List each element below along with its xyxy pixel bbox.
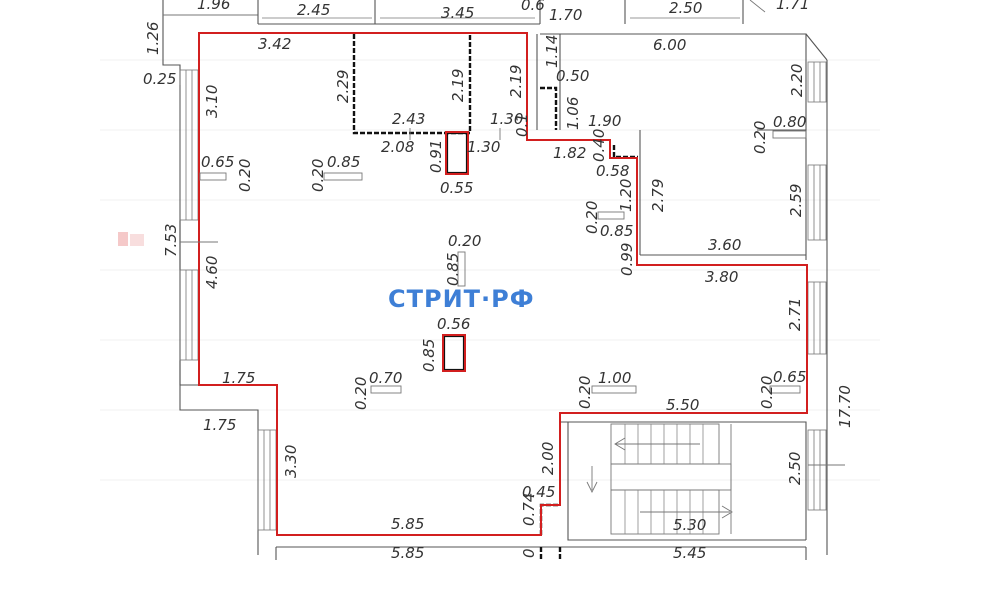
dimension-label: 1.96: [197, 0, 230, 13]
dimension-label: 3.42: [258, 35, 291, 53]
dimension-label: 0.1: [513, 113, 531, 137]
dimension-label: 0.6: [521, 0, 545, 14]
dimension-label: 0.85: [600, 222, 633, 240]
dimension-label: 2.71: [786, 298, 804, 331]
highlighted-area: [198, 32, 808, 536]
dimension-label: 2.20: [788, 64, 806, 97]
dimension-label: 0.40: [590, 129, 608, 162]
dimension-label: 17.70: [836, 385, 854, 428]
dimension-label: 0.91: [427, 140, 445, 173]
dimension-label: 2.00: [539, 442, 557, 475]
dimension-label: 7.53: [162, 224, 180, 257]
dimension-label: 1.30: [467, 138, 500, 156]
dimension-labels: 1.96 2.45 3.45 0.6 1.70 2.50 1.71 1.26 0.25 3.42 3…: [143, 0, 854, 562]
window-right-2: [807, 164, 827, 241]
staircase: [586, 423, 733, 535]
dimension-label: 1.75: [222, 369, 255, 387]
dimension-label: 3.30: [282, 445, 300, 478]
dimension-label: 0.85: [420, 339, 438, 372]
pink-mark: [118, 232, 144, 246]
dimension-label: 5.85: [391, 515, 424, 533]
dimension-label: 2.08: [381, 138, 414, 156]
dimension-label: 4.60: [203, 256, 221, 289]
dimension-label: 0.25: [143, 70, 176, 88]
dimension-label: 2.79: [649, 179, 667, 212]
dimension-label: 1.20: [617, 179, 635, 212]
watermark: СТРИТ·РФ: [388, 285, 535, 313]
dimension-label: 5.30: [673, 516, 706, 534]
dimension-label: 1.06: [564, 97, 582, 130]
dimension-label: 0.65: [201, 153, 234, 171]
dimension-label: 0.45: [522, 483, 555, 501]
dimension-label: 0.65: [773, 368, 806, 386]
dimension-label: 2.45: [297, 1, 330, 19]
dimension-label: 3.10: [203, 85, 221, 118]
dimension-label: 0.56: [437, 315, 470, 333]
dimension-label: 5.45: [673, 544, 706, 562]
window-left-upper: [179, 69, 199, 221]
dimension-label: 0: [520, 548, 538, 558]
window-right-1: [807, 61, 827, 103]
window-right-3: [807, 281, 827, 355]
dimension-label: 2.50: [669, 0, 702, 17]
dimension-label: 1.71: [776, 0, 809, 13]
dimension-label: 2.19: [449, 69, 467, 102]
dimension-label: 0.20: [758, 376, 776, 409]
dimension-label: 0.85: [444, 253, 462, 286]
dimension-label: 1.30: [490, 110, 523, 128]
window-left-lower: [179, 269, 199, 361]
dimension-label: 1.26: [144, 22, 162, 55]
dimension-label: 2.29: [334, 70, 352, 103]
dimension-label: 0.99: [618, 243, 636, 276]
dimension-label: 0.70: [369, 369, 402, 387]
dimension-label: 0.80: [773, 113, 806, 131]
dimension-label: 6.00: [653, 36, 686, 54]
dimension-label: 0.20: [576, 376, 594, 409]
dimension-label: 1.70: [549, 6, 582, 24]
dimension-label: 1.00: [598, 369, 631, 387]
dimension-label: 0.20: [751, 121, 769, 154]
dimension-label: 0.55: [440, 179, 473, 197]
dimension-label: 2.19: [507, 65, 525, 98]
dimension-label: 0.58: [596, 162, 629, 180]
dimension-label: 2.43: [392, 110, 425, 128]
dimension-label: 0.50: [556, 67, 589, 85]
opening-marks: [180, 128, 845, 466]
dimension-label: 0.20: [583, 201, 601, 234]
dimension-label: 3.60: [708, 236, 741, 254]
dimension-label: 1.14: [543, 35, 561, 68]
dimension-label: 0.20: [448, 232, 481, 250]
dimension-label: 1.75: [203, 416, 236, 434]
dimension-label: 1.90: [588, 112, 621, 130]
dimension-label: 3.80: [705, 268, 738, 286]
dimension-label: 2.59: [787, 184, 805, 217]
dimension-label: 3.45: [441, 4, 474, 22]
window-right-4: [807, 429, 827, 511]
dimension-label: 0.85: [327, 153, 360, 171]
dimension-label: 0.74: [520, 493, 538, 526]
dimension-label: 5.50: [666, 396, 699, 414]
dimension-label: 0.20: [309, 159, 327, 192]
dimension-label: 2.50: [786, 452, 804, 485]
dimension-label: 1.82: [553, 144, 586, 162]
dimension-label: 0.20: [236, 159, 254, 192]
dimension-label: 0.20: [352, 377, 370, 410]
dimension-label: 5.85: [391, 544, 424, 562]
